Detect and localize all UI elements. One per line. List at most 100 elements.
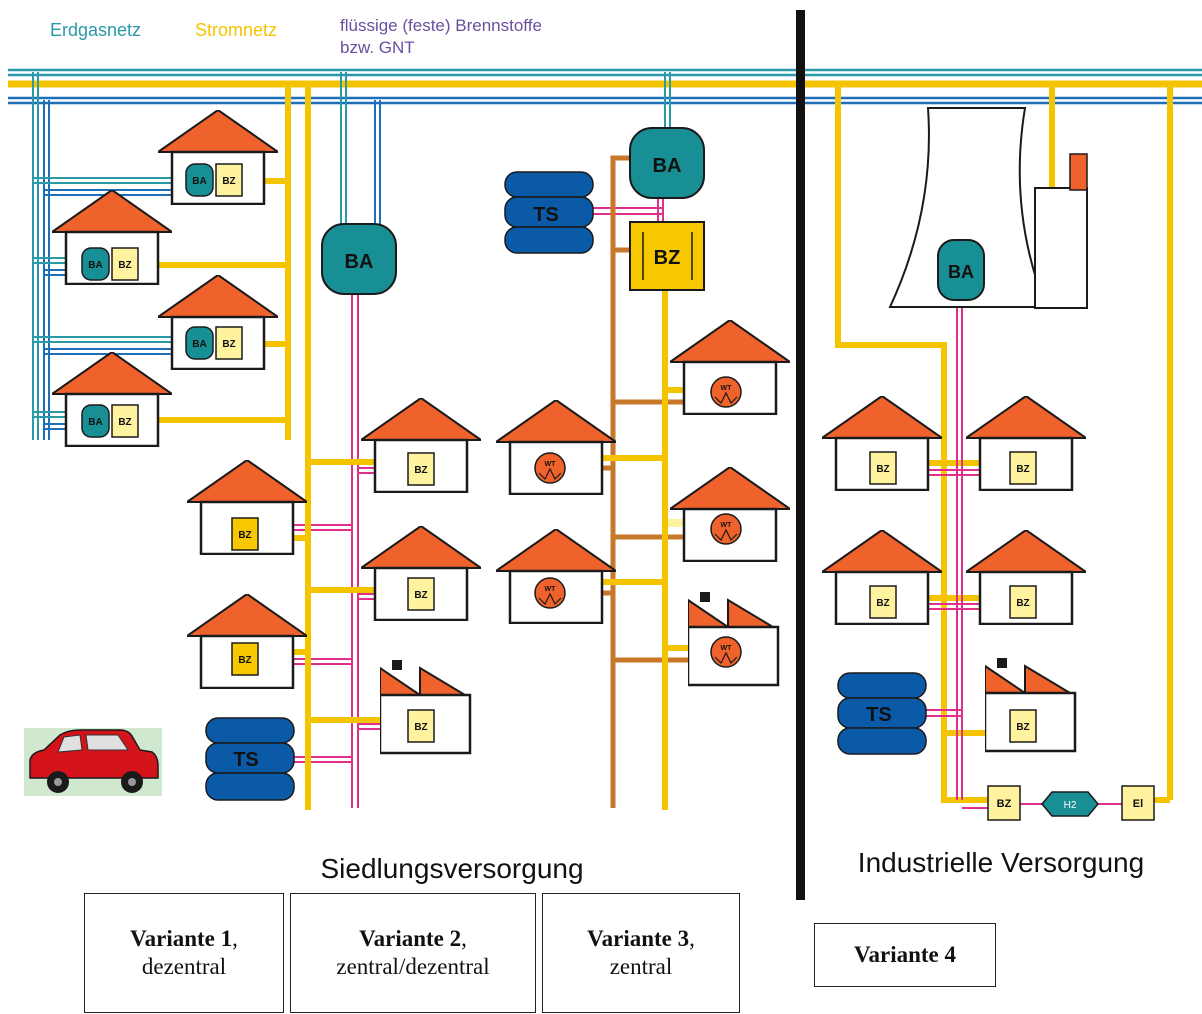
bz-label: BZ	[876, 598, 889, 609]
legend-fuel-line2: bzw. GNT	[340, 38, 415, 57]
wt-v3-1: WT	[710, 376, 742, 408]
ba-label: BA	[653, 155, 682, 177]
bz-v2-4: BZ	[231, 642, 259, 676]
bz-label: BZ	[238, 655, 251, 666]
bz-v2-2: BZ	[231, 517, 259, 551]
variant3-power-lines	[600, 290, 690, 810]
wt-label: WT	[721, 645, 733, 652]
variant-3-subtitle: zentral	[609, 954, 673, 979]
bz-label: BZ	[876, 464, 889, 475]
bz-label: BZ	[222, 176, 235, 187]
ts-storage-v2: TS	[205, 717, 295, 801]
wt-label: WT	[721, 385, 733, 392]
wt-v3-5: WT	[710, 636, 742, 668]
bz-v4-1: BZ	[869, 451, 897, 485]
ba-label: BA	[192, 339, 206, 350]
variant3-supply-lines	[592, 72, 671, 225]
wt-label: WT	[545, 586, 557, 593]
ba-central-v2: BA	[321, 223, 397, 295]
bz-label: BZ	[1016, 464, 1029, 475]
section-divider	[796, 10, 805, 900]
bz-v2-1: BZ	[407, 452, 435, 486]
ba-label: BA	[88, 417, 102, 428]
bz-v4-2: BZ	[1009, 451, 1037, 485]
variant2-gas-risers	[340, 72, 381, 225]
bz-small-v1-2: BZ	[111, 247, 139, 281]
ba-label: BA	[345, 251, 374, 273]
ba-label: BA	[192, 176, 206, 187]
wt-v3-2: WT	[534, 452, 566, 484]
wt-v3-3: WT	[710, 513, 742, 545]
wt-v3-4: WT	[534, 577, 566, 609]
h2-tank-v4: H2	[1041, 791, 1099, 817]
legend-gas: Erdgasnetz	[50, 20, 141, 40]
bz-v4-4: BZ	[1009, 585, 1037, 619]
variant-4-title: Variante 4	[853, 942, 956, 967]
bz-label: BZ	[238, 530, 251, 541]
ts-label: TS	[533, 204, 559, 226]
bz-label: BZ	[118, 417, 131, 428]
bz-label: BZ	[414, 590, 427, 601]
variant1-power-lines	[150, 84, 291, 440]
bz-label: BZ	[654, 247, 681, 269]
top-gas-network	[8, 68, 1202, 77]
energy-supply-diagram: BA BZ BA BZ BA BZ BA BZ	[8, 10, 1202, 900]
variant-box-1: Variante 1, dezentral	[84, 893, 284, 1013]
el-label: El	[1133, 798, 1143, 810]
bz-label: BZ	[1016, 722, 1029, 733]
bz-v4-3: BZ	[869, 585, 897, 619]
variant1-vertical-gas-lines	[32, 72, 50, 440]
bz-label: BZ	[118, 260, 131, 271]
variant-box-3: Variante 3, zentral	[542, 893, 740, 1013]
section-right-label: Industrielle Versorgung	[858, 847, 1144, 878]
bz-electrolysis-chain-v4: BZ	[987, 785, 1021, 821]
variant-box-4: Variante 4	[814, 923, 996, 987]
variant-2-suffix: ,	[461, 926, 467, 951]
bz-label: BZ	[997, 798, 1012, 810]
variant-2-title: Variante 2	[359, 926, 462, 951]
ba-small-v1-2: BA	[81, 247, 110, 281]
bz-label: BZ	[414, 722, 427, 733]
power-plant-building	[1034, 153, 1088, 309]
ba-small-v1-3: BA	[185, 326, 214, 360]
ts-storage-v4: TS	[837, 672, 927, 755]
ts-label: TS	[233, 749, 259, 771]
h2-label: H2	[1064, 800, 1077, 811]
variant-1-suffix: ,	[232, 926, 238, 951]
car	[24, 728, 162, 796]
wt-label: WT	[721, 522, 733, 529]
wt-label: WT	[545, 461, 557, 468]
ba-plant-v4: BA	[937, 239, 985, 301]
variant-box-2: Variante 2, zentral/dezentral	[290, 893, 536, 1013]
ba-small-v1-1: BA	[185, 163, 214, 197]
legend-power: Stromnetz	[195, 20, 277, 40]
top-fuel-network	[8, 96, 1202, 105]
bz-small-v1-3: BZ	[215, 326, 243, 360]
variant-2-subtitle: zentral/dezentral	[336, 954, 490, 979]
variant-3-title: Variante 3	[587, 926, 690, 951]
bz-v4-5: BZ	[1009, 709, 1037, 743]
variant-3-suffix: ,	[689, 926, 695, 951]
ts-label: TS	[866, 704, 892, 726]
bz-label: BZ	[1016, 598, 1029, 609]
variant-1-title: Variante 1	[130, 926, 233, 951]
ba-small-v1-4: BA	[81, 404, 110, 438]
bz-v2-3: BZ	[407, 577, 435, 611]
house-v3-4	[496, 529, 616, 624]
bz-central-v3: BZ	[629, 221, 705, 291]
ts-storage-v3: TS	[504, 171, 594, 254]
electrolyser-v4: El	[1121, 785, 1155, 821]
ba-label: BA	[88, 260, 102, 271]
bz-label: BZ	[414, 465, 427, 476]
legend-fuel-line1: flüssige (feste) Brennstoffe	[340, 16, 542, 35]
bz-small-v1-1: BZ	[215, 163, 243, 197]
bz-label: BZ	[222, 339, 235, 350]
connector-stub	[668, 519, 688, 527]
bz-small-v1-4: BZ	[111, 404, 139, 438]
variant-1-subtitle: dezentral	[141, 954, 227, 979]
section-left-label: Siedlungsversorgung	[320, 853, 583, 884]
bz-v2-5: BZ	[407, 709, 435, 743]
ba-central-v3: BA	[629, 127, 705, 199]
ba-label: BA	[948, 262, 974, 282]
